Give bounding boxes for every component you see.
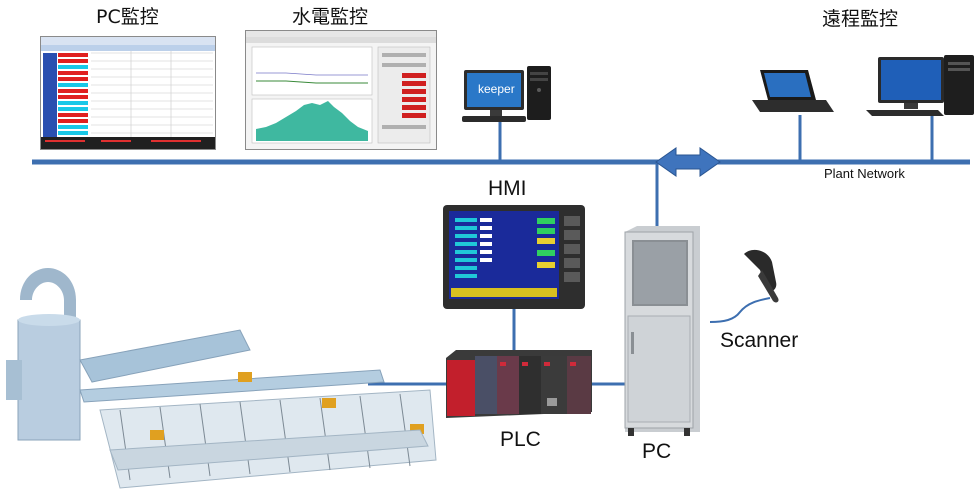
tower-pc-icon: [527, 66, 551, 120]
hydro-power-chart: [246, 31, 436, 144]
pc-monitoring-label: PC監控: [96, 6, 159, 28]
pc-cabinet-icon: [624, 226, 700, 436]
plant-network-label: Plant Network: [824, 166, 905, 181]
scanner-label: Scanner: [720, 329, 799, 352]
bidirectional-arrow-icon: [655, 147, 721, 177]
pc-label: PC: [642, 440, 672, 463]
plant-machinery-icon: [6, 268, 437, 489]
hmi-label: HMI: [488, 177, 527, 200]
pc-monitoring-table: [41, 37, 215, 149]
keeper-screen-label: keeper: [478, 82, 515, 96]
desktop-pc-icon: [866, 55, 974, 116]
monitor-icon: [462, 70, 526, 122]
hmi-panel-icon: [443, 205, 585, 309]
remote-monitoring-label: 遠程監控: [822, 8, 899, 30]
plc-rack-icon: [446, 350, 592, 418]
hydro-power-monitoring-screenshot: [245, 30, 437, 150]
plc-label: PLC: [500, 428, 541, 451]
barcode-scanner-icon: [709, 249, 779, 323]
laptop-icon: [752, 70, 834, 112]
hydro-power-monitoring-label: 水電監控: [292, 6, 369, 28]
pc-monitoring-screenshot: [40, 36, 216, 150]
